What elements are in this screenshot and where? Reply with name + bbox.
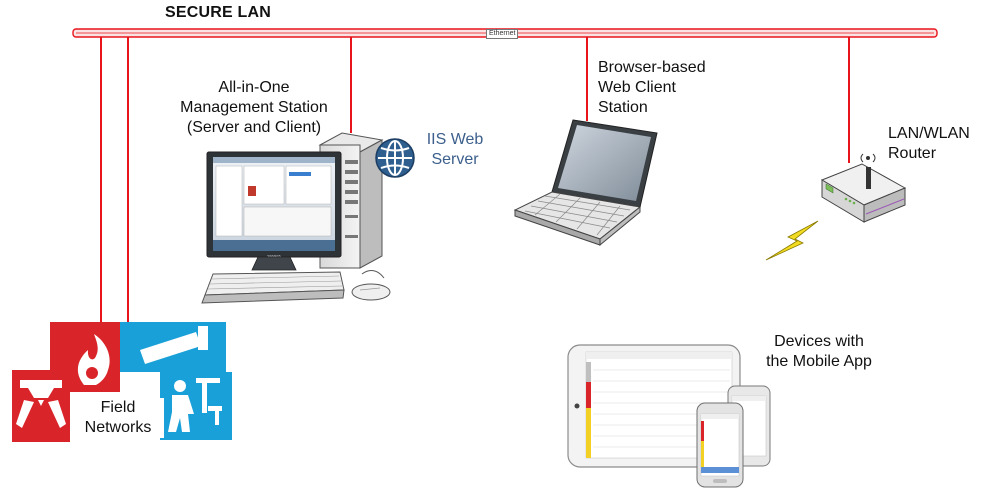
diagram-title: SECURE LAN: [165, 4, 272, 21]
iis-label-line: IIS Web: [426, 131, 484, 148]
mobile-label-line: Devices with: [774, 333, 864, 350]
management-station-label-line: Management Station: [180, 99, 328, 116]
management-station-label: All-in-One Management Station (Server an…: [168, 78, 340, 138]
iis-label-line: Server: [431, 151, 479, 168]
mobile-label-line: the Mobile App: [766, 353, 872, 370]
access-control-icon: [160, 372, 232, 440]
laptop-icon: [513, 119, 658, 247]
web-client-label-line: Browser-based: [598, 59, 706, 76]
lan-drop-lines: [100, 37, 850, 322]
fire-detector-icon: [12, 322, 120, 442]
router-label-line: LAN/WLAN: [888, 125, 970, 142]
field-label-line: Networks: [84, 419, 152, 436]
field-label-line: Field: [100, 399, 136, 416]
lightning-bolt-icon: [765, 220, 819, 261]
wireless-router-icon: [820, 153, 907, 223]
web-client-label-line: Station: [598, 99, 648, 116]
security-camera-icon: [120, 322, 226, 372]
iis-web-server-label: IIS Web Server: [420, 130, 490, 170]
web-client-label: Browser-based Web Client Station: [598, 58, 738, 118]
ethernet-label: Ethernet: [486, 29, 519, 39]
web-client-label-line: Web Client: [598, 79, 676, 96]
tablet-and-phones-icon: [567, 344, 771, 488]
management-station-label-line: (Server and Client): [186, 119, 322, 136]
mobile-devices-label: Devices with the Mobile App: [754, 332, 884, 372]
field-networks-label: Field Networks: [72, 398, 164, 438]
router-label-line: Router: [888, 145, 937, 162]
management-station-label-line: All-in-One: [218, 79, 290, 96]
svg-text:SIEMENS: SIEMENS: [267, 254, 281, 258]
desktop-workstation-icon: SIEMENS: [201, 132, 391, 304]
router-label: LAN/WLAN Router: [888, 124, 983, 164]
globe-icon: [375, 138, 415, 178]
